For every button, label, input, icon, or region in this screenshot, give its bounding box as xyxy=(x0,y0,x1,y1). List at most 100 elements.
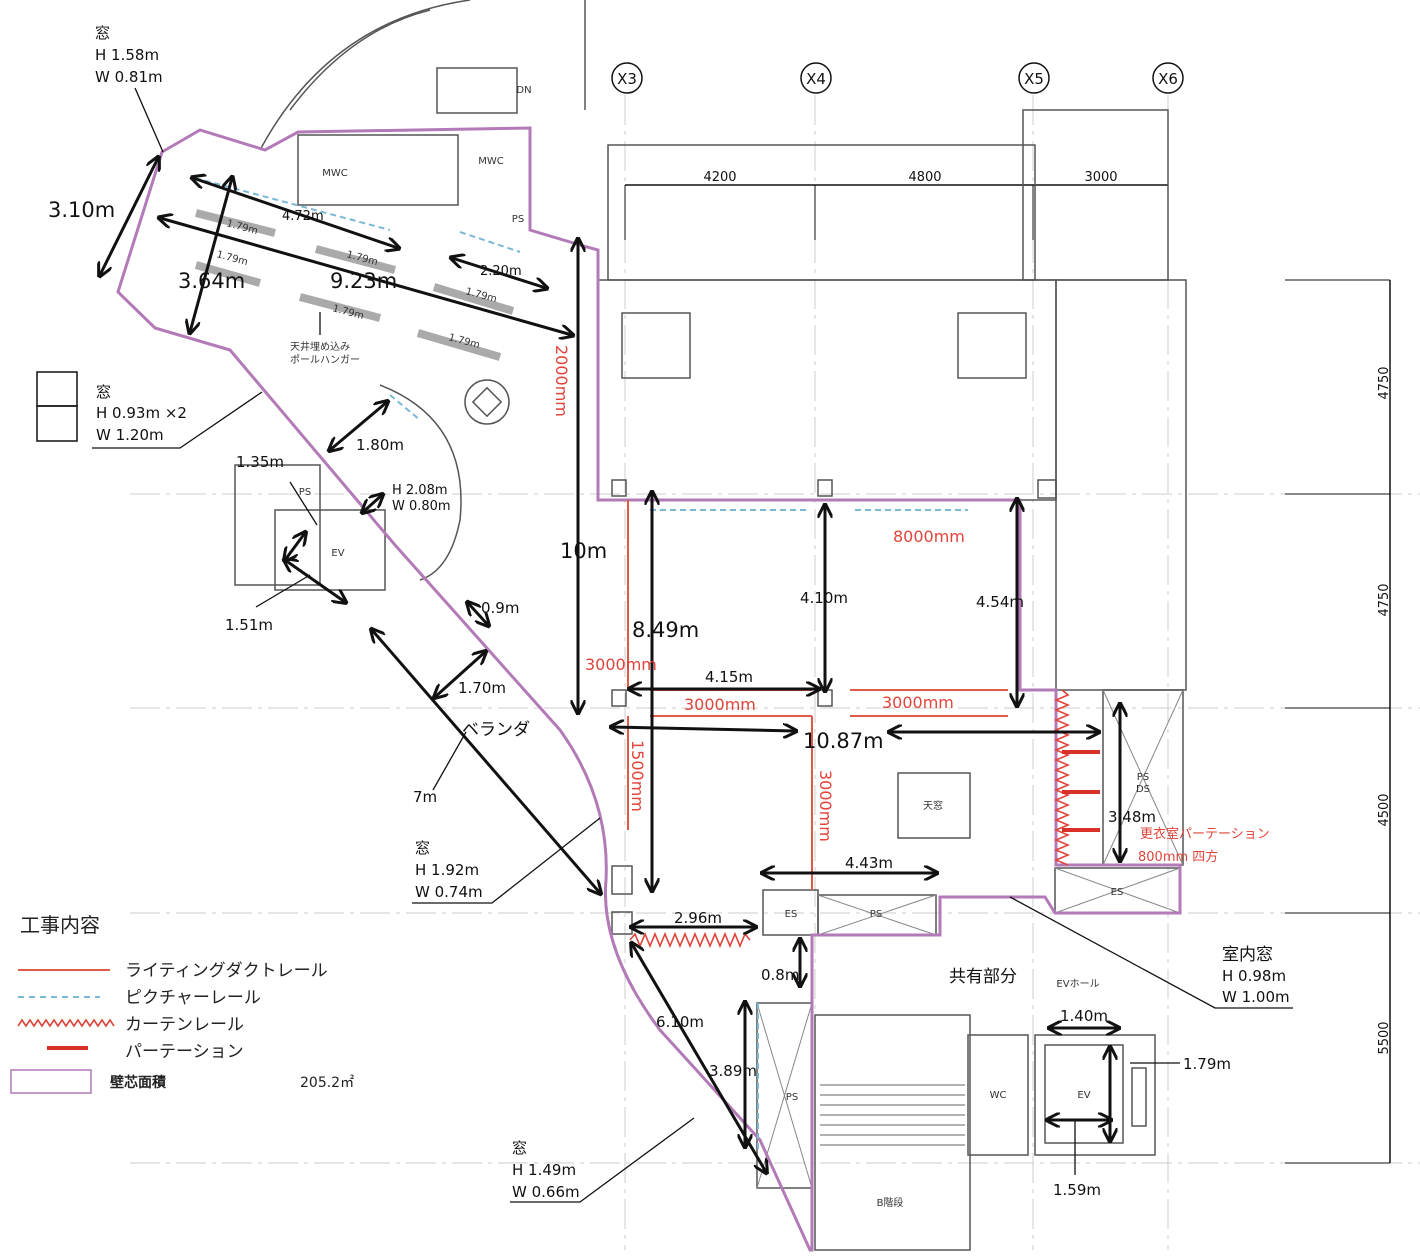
measure-9-23m: 9.23m xyxy=(330,269,397,293)
picture-rails xyxy=(194,177,968,1150)
measure-10-87m: 10.87m xyxy=(803,729,884,753)
legend-area-value: 205.2㎡ xyxy=(300,1075,354,1091)
measure-1-70m: 1.70m xyxy=(458,679,506,697)
right-dimension-line: 4750 4750 4500 5500 xyxy=(1285,279,1392,1164)
measure-4-15m: 4.15m xyxy=(705,668,753,686)
red-3000mm-vertical: 3000mm xyxy=(816,770,835,842)
grid-label-x3: X3 xyxy=(617,70,637,88)
measure-1-51m: 1.51m xyxy=(225,616,273,634)
measure-3-48m: 3.48m xyxy=(1108,808,1156,826)
window-2-symbol-top xyxy=(36,371,78,407)
window-annotations: 窓 H 1.58m W 0.81m 窓 H 0.93m ×2 W 1.20m 窓… xyxy=(36,24,1290,1201)
window-4-height: H 1.49m xyxy=(512,1161,576,1179)
measure-1-79m: 1.79m xyxy=(1183,1055,1231,1073)
room-ds: DS xyxy=(1136,784,1150,795)
window-2-height: H 0.93m ×2 xyxy=(96,404,187,422)
notes: 天井埋め込み ポールハンガー ベランダ xyxy=(290,340,530,740)
curtain-rail-bottom xyxy=(629,931,751,949)
dimension-4750-a: 4750 xyxy=(1377,366,1392,399)
window-4-width: W 0.66m xyxy=(512,1183,580,1201)
measure-0-9m: 0.9m xyxy=(481,599,519,617)
red-3000mm-c: 3000mm xyxy=(882,693,954,712)
measure-0-8m: 0.8m xyxy=(761,966,799,984)
room-mwc-2: MWC xyxy=(478,156,504,167)
measure-1-80m: 1.80m xyxy=(356,436,404,454)
partitions xyxy=(1062,750,1100,832)
measure-7m: 7m xyxy=(413,788,437,806)
top-dimension-line: 4200 4800 3000 xyxy=(624,170,1169,250)
window-1-title: 窓 xyxy=(95,24,110,42)
dimension-arrows xyxy=(100,158,1120,1172)
door-height: H 2.08m xyxy=(392,483,448,498)
window-5-title: 室内窓 xyxy=(1222,945,1273,965)
measure-3-64m: 3.64m xyxy=(178,269,245,293)
measure-1-59m: 1.59m xyxy=(1053,1181,1101,1199)
room-mwc-1: MWC xyxy=(322,168,348,179)
grid-markers: X3 X4 X5 X6 xyxy=(611,62,1184,94)
legend-label-curtain: カーテンレール xyxy=(125,1015,244,1035)
grid-lines xyxy=(130,95,1420,1250)
room-stairs-b: B階段 xyxy=(877,1196,904,1209)
stairs-dn: DN xyxy=(516,85,531,96)
note-veranda: ベランダ xyxy=(462,720,530,740)
legend-label-partition: パーテーション xyxy=(125,1042,244,1062)
dimension-4800: 4800 xyxy=(908,170,941,185)
legend-swatch-area xyxy=(10,1069,92,1094)
measure-1-40m: 1.40m xyxy=(1060,1007,1108,1025)
red-dressing-partition: 更衣室パーテーション xyxy=(1140,826,1270,842)
curtain-rail-right xyxy=(1053,689,1071,866)
red-800mm-square: 800mm 四方 xyxy=(1138,849,1218,865)
room-es-2: ES xyxy=(1111,887,1124,898)
dimension-4500: 4500 xyxy=(1377,793,1392,826)
window-5-height: H 0.98m xyxy=(1222,967,1286,985)
legend: 工事内容 ライティングダクトレール ピクチャーレール カーテンレール パーテーシ… xyxy=(10,913,354,1094)
window-5-width: W 1.00m xyxy=(1222,988,1290,1006)
dimension-4750-b: 4750 xyxy=(1377,583,1392,616)
door-width: W 0.80m xyxy=(392,499,451,514)
window-2-title: 窓 xyxy=(96,383,111,401)
grid-label-x4: X4 xyxy=(806,70,826,88)
hanger-length-4: 1.79m xyxy=(331,303,365,322)
measure-2-96m: 2.96m xyxy=(674,909,722,927)
red-3000mm-a: 3000mm xyxy=(585,655,657,674)
room-ps-bottom: PS xyxy=(786,1092,798,1103)
hanger-length-1: 1.79m xyxy=(225,218,259,237)
window-1-height: H 1.58m xyxy=(95,46,159,64)
room-common-area: 共有部分 xyxy=(949,967,1017,987)
window-4-title: 窓 xyxy=(512,1139,527,1157)
measure-6-10m: 6.10m xyxy=(656,1013,704,1031)
measure-4-54m: 4.54m xyxy=(976,593,1024,611)
note-hanger-2: ポールハンガー xyxy=(290,354,360,366)
room-es-1: ES xyxy=(785,909,798,920)
measure-4-10m: 4.10m xyxy=(800,589,848,607)
window-3-title: 窓 xyxy=(415,839,430,857)
leader-lines xyxy=(92,87,1293,1203)
measure-1-35m: 1.35m xyxy=(236,453,284,471)
room-ps: PS xyxy=(1137,772,1149,783)
measure-2-20m: 2.20m xyxy=(480,264,522,279)
note-hanger-1: 天井埋め込み xyxy=(290,340,350,353)
hanger-length-3: 1.79m xyxy=(215,249,249,268)
grid-label-x5: X5 xyxy=(1024,70,1044,88)
measure-4-72m: 4.72m xyxy=(282,209,324,224)
room-ps-left: PS xyxy=(299,487,311,498)
dimension-5500: 5500 xyxy=(1377,1021,1392,1054)
legend-swatch-curtain xyxy=(17,1018,115,1028)
window-2-symbol-bottom xyxy=(36,405,78,442)
room-ps-mid: PS xyxy=(870,909,882,920)
legend-label-duct: ライティングダクトレール xyxy=(125,961,328,981)
measure-8-49m: 8.49m xyxy=(632,618,699,642)
dimension-4200: 4200 xyxy=(703,170,736,185)
red-2000mm: 2000mm xyxy=(552,345,571,417)
window-3-width: W 0.74m xyxy=(415,883,483,901)
measure-4-43m: 4.43m xyxy=(845,854,893,872)
window-2-width: W 1.20m xyxy=(96,426,164,444)
measurement-labels: 3.10m 4.72m 9.23m 3.64m 2.20m 1.79m 1.79… xyxy=(48,198,1231,1199)
room-wc: WC xyxy=(990,1090,1007,1101)
dimension-3000: 3000 xyxy=(1084,170,1117,185)
room-labels: MWC MWC PS DN PS EV PS DS 天窓 ES PS ES 共有… xyxy=(299,85,1150,1209)
room-ev-hall: EVホール xyxy=(1056,978,1099,990)
red-3000mm-b: 3000mm xyxy=(684,695,756,714)
red-1500mm: 1500mm xyxy=(628,740,647,812)
